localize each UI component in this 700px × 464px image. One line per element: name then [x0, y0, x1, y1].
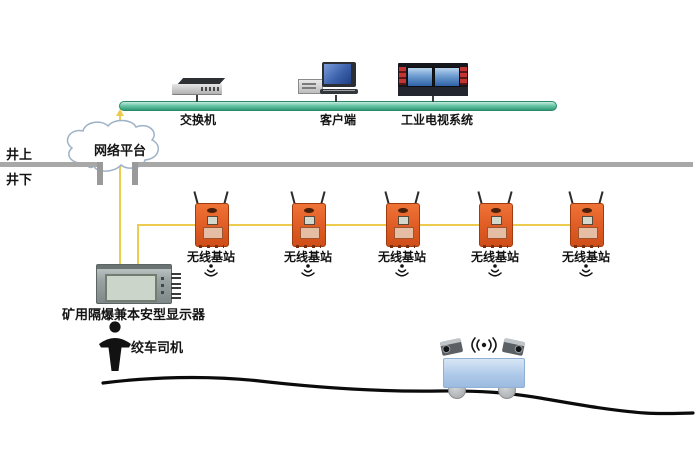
- wifi-signal-icon: [301, 264, 315, 277]
- client-label: 客户端: [319, 113, 356, 127]
- mine-display-label: 矿用隔爆兼本安型显示器: [62, 307, 206, 322]
- base-station-icon: [570, 203, 604, 247]
- wifi-signal-icon: [488, 264, 502, 277]
- station-nameplate: [578, 227, 598, 239]
- switch-device-icon: [172, 78, 226, 97]
- tv-system-label: 工业电视系统: [400, 113, 473, 127]
- base-station-icon: [479, 203, 513, 247]
- station-nameplate: [394, 227, 414, 239]
- tv-stem: [432, 95, 434, 102]
- station-feet: [296, 245, 321, 248]
- network-cloud-icon: [58, 118, 170, 176]
- base-station-5: 无线基站: [556, 191, 616, 291]
- wifi-signal-icon: [395, 264, 409, 277]
- switch-front: [172, 84, 222, 95]
- wifi-signal-icon: [579, 264, 593, 277]
- video-wall-icon: [398, 63, 468, 96]
- display-connector-pins: [171, 273, 181, 275]
- station-vent: [582, 208, 592, 213]
- video-wall-base: [398, 87, 468, 96]
- shaft-divider-left: [0, 162, 98, 167]
- cable-cloud-to-display: [119, 115, 121, 266]
- video-wall-screen-right: [434, 67, 460, 87]
- display-top-face: [97, 265, 171, 269]
- video-wall-left-panels: [399, 67, 406, 85]
- wifi-signal-icon: [204, 264, 218, 277]
- base-station-icon: [292, 203, 326, 247]
- display-body: [96, 264, 172, 304]
- station-display: [582, 216, 593, 225]
- base-station-label: 无线基站: [377, 250, 426, 264]
- below-shaft-label: 井下: [6, 172, 33, 187]
- base-station-2: 无线基站: [278, 191, 338, 291]
- video-wall-screen-left: [407, 67, 433, 87]
- station-vent: [398, 208, 408, 213]
- display-buttons: [161, 277, 164, 280]
- video-wall-right-panels: [460, 67, 467, 85]
- station-nameplate: [487, 227, 507, 239]
- station-display: [491, 216, 502, 225]
- base-station-label: 无线基站: [470, 250, 519, 264]
- station-feet: [199, 245, 224, 248]
- cable-bus-to-display: [137, 224, 139, 266]
- station-display: [304, 216, 315, 225]
- cart-icon: [443, 358, 525, 388]
- switch-stem: [196, 95, 198, 102]
- base-station-4: 无线基站: [465, 191, 525, 291]
- base-station-label: 无线基站: [283, 250, 332, 264]
- surface-network-bus: [119, 101, 557, 111]
- camera-icon: [439, 337, 464, 357]
- station-display: [398, 216, 409, 225]
- camera-icon: [501, 337, 526, 357]
- shaft-wall-left: [97, 162, 103, 185]
- station-vent: [304, 208, 314, 213]
- monitor-screen: [324, 64, 351, 84]
- station-feet: [390, 245, 415, 248]
- cloud-label: 网络平台: [93, 143, 146, 158]
- client-computer-icon: [298, 62, 360, 96]
- station-feet: [574, 245, 599, 248]
- base-station-icon: [195, 203, 229, 247]
- cable-up-arrow-icon: [116, 109, 124, 116]
- base-station-label: 无线基站: [186, 250, 235, 264]
- client-stem: [335, 95, 337, 102]
- camera-lens: [441, 344, 452, 354]
- above-shaft-label: 井上: [6, 147, 33, 162]
- cable-station-bus: [137, 224, 578, 226]
- camera-lens: [513, 344, 524, 354]
- station-nameplate: [300, 227, 320, 239]
- base-station-1: 无线基站: [181, 191, 241, 291]
- shaft-divider-right: [134, 162, 693, 167]
- station-display: [207, 216, 218, 225]
- station-feet: [483, 245, 508, 248]
- display-screen: [105, 274, 157, 302]
- base-station-3: 无线基站: [372, 191, 432, 291]
- base-station-icon: [386, 203, 420, 247]
- station-nameplate: [203, 227, 223, 239]
- shaft-wall-right: [132, 162, 138, 185]
- computer-monitor: [322, 62, 356, 87]
- radio-signal-icon: [471, 337, 497, 353]
- mine-display-icon: [96, 260, 188, 306]
- station-vent: [207, 208, 217, 213]
- display-connector-pins: [171, 293, 181, 295]
- operator-label: 绞车司机: [131, 340, 184, 355]
- switch-label: 交换机: [179, 113, 216, 127]
- display-connector-pins: [171, 283, 181, 285]
- computer-keyboard: [320, 89, 358, 94]
- switch-ports: [201, 87, 221, 91]
- base-station-label: 无线基站: [561, 250, 610, 264]
- station-vent: [491, 208, 501, 213]
- operator-icon: [99, 321, 131, 371]
